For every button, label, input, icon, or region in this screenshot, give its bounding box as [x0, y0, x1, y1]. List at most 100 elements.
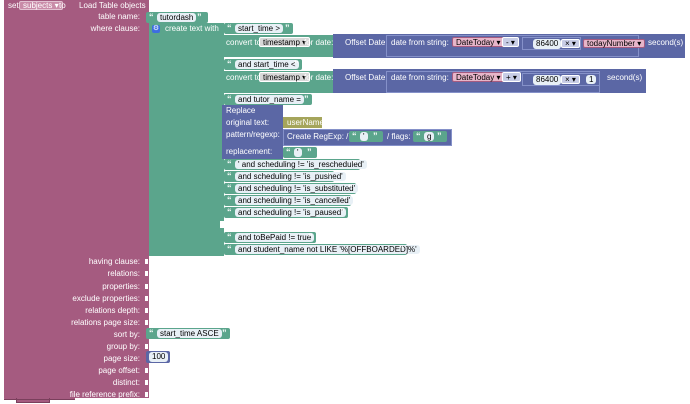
date-from-string-label: date from string: [391, 73, 449, 82]
sort-by-label: sort by: [113, 330, 140, 339]
create-regexp-label: Create RegExp: / [287, 132, 349, 141]
text-start-gt[interactable]: “ start_time > ” [224, 23, 293, 34]
text-sched-paused[interactable]: “ and scheduling != 'is_paused' ” [224, 207, 348, 218]
close-quote: ” [307, 147, 312, 157]
block-bottom-tab [16, 398, 50, 403]
text-sched-pushed[interactable]: “ and scheduling != 'is_pushed' ” [224, 171, 346, 182]
text-value[interactable]: and scheduling != 'is_paused' [235, 208, 346, 217]
text-value[interactable]: and toBePaid != true [235, 233, 315, 242]
table-name-string[interactable]: “ tutordash ” [146, 12, 208, 23]
multiply-op-dropdown[interactable]: × ▾ [561, 39, 580, 48]
open-quote: “ [227, 159, 232, 169]
text-sched-rescheduled[interactable]: “ ' and scheduling != 'is_rescheduled' ” [224, 159, 367, 170]
having-clause-socket[interactable] [145, 259, 148, 264]
replacement-label: replacement: [226, 147, 273, 156]
open-quote: “ [227, 244, 232, 254]
multiplier-field[interactable]: 1 [586, 75, 597, 84]
open-quote: “ [352, 131, 357, 141]
regexp-pattern-value[interactable]: ' [360, 132, 368, 141]
close-quote: ” [326, 171, 331, 181]
page-size-value[interactable]: 100 [149, 352, 169, 362]
date-today-dropdown[interactable]: DateToday ▾ [452, 72, 505, 82]
close-quote: ” [222, 328, 227, 338]
where-clause-label: where clause: [90, 24, 140, 33]
sort-by-value[interactable]: start_time ASCE [157, 329, 222, 338]
format-dropdown[interactable]: timestamp ▾ [259, 37, 311, 47]
multiply-op-dropdown[interactable]: × ▾ [561, 75, 580, 84]
text-value[interactable]: and scheduling != 'is_substituted' [235, 184, 359, 193]
convert-to-label: convert to [226, 73, 262, 82]
text-value[interactable]: start_time > [235, 24, 284, 33]
variable-dropdown[interactable]: subjects ▾ [19, 1, 63, 10]
group-by-label: group by: [106, 342, 140, 351]
distinct-socket[interactable] [145, 380, 148, 385]
text-sched-cancelled[interactable]: “ and scheduling != 'is_cancelled' ” [224, 195, 354, 206]
open-quote: “ [227, 195, 232, 205]
load-table-block-body [75, 0, 149, 398]
properties-socket[interactable] [145, 284, 148, 289]
text-student[interactable]: “ and student_name not LIKE '%[OFFBOARDE… [224, 244, 420, 255]
load-table-block[interactable] [4, 0, 75, 400]
chevron-down-icon: ▾ [496, 38, 501, 47]
to-label: to [59, 1, 66, 10]
empty-text-slot[interactable] [220, 221, 227, 228]
chevron-down-icon: ▾ [571, 39, 576, 48]
page-offset-socket[interactable] [145, 368, 148, 373]
today-number-dropdown[interactable]: todayNumber ▾ [583, 39, 646, 48]
seconds-label: second(s) [648, 38, 684, 47]
page-size-label: page size: [103, 354, 140, 363]
text-value[interactable]: ' and scheduling != 'is_rescheduled' [235, 160, 367, 169]
text-and-tutor[interactable]: “ and tutor_name = ” [224, 94, 312, 105]
action-label: Load Table objects [79, 1, 146, 10]
replacement-string[interactable]: “ ' ” [283, 147, 317, 158]
text-value[interactable]: and scheduling != 'is_cancelled' [235, 196, 354, 205]
math-op-dropdown[interactable]: + ▾ [502, 72, 521, 82]
offset-date-label: Offset Date [345, 73, 386, 82]
open-quote: “ [227, 183, 232, 193]
flags-string[interactable]: “ g ” [413, 131, 447, 142]
exclude-properties-socket[interactable] [145, 296, 148, 301]
text-sched-substituted[interactable]: “ and scheduling != 'is_substituted' ” [224, 183, 359, 194]
number-field[interactable]: 86400 [533, 75, 562, 85]
close-quote: ” [399, 244, 404, 254]
flags-value[interactable]: g [424, 132, 435, 141]
offset-date-label: Offset Date [345, 38, 386, 47]
original-text-value[interactable]: userName [283, 117, 324, 128]
date-from-string-label: date from string: [391, 38, 449, 47]
text-value[interactable]: and scheduling != 'is_pushed' [235, 172, 346, 181]
gear-icon[interactable]: ⚙ [152, 25, 160, 33]
replace-block[interactable] [222, 105, 283, 159]
page-size-number[interactable]: 100 [146, 351, 170, 363]
format-dropdown[interactable]: timestamp ▾ [259, 72, 311, 82]
open-quote: “ [149, 328, 154, 338]
text-value[interactable]: and start_time < [235, 60, 299, 69]
pattern-label: pattern/regexp: [226, 130, 280, 139]
text-value[interactable]: and tutor_name = [235, 95, 304, 104]
close-quote: ” [343, 195, 348, 205]
table-name-value[interactable]: tutordash [157, 13, 197, 22]
math-op-dropdown[interactable]: - ▾ [502, 37, 519, 47]
number-field[interactable]: 86400 [533, 39, 562, 49]
text-value[interactable]: and student_name not LIKE '%[OFFBOARDED]… [235, 245, 420, 254]
regexp-pattern-string[interactable]: “ ' ” [349, 131, 383, 142]
sort-by-string[interactable]: “ start_time ASCE ” [146, 328, 230, 339]
open-quote: “ [149, 12, 154, 22]
create-text-block[interactable] [149, 23, 220, 256]
relations-page-size-socket[interactable] [145, 320, 148, 325]
close-quote: ” [197, 12, 202, 22]
date-today-dropdown[interactable]: DateToday ▾ [452, 37, 505, 47]
create-text-header [149, 23, 221, 35]
relations-label: relations: [107, 269, 140, 278]
text-tobepaid[interactable]: “ and toBePaid != true ” [224, 232, 316, 243]
file-reference-prefix-socket[interactable] [145, 392, 148, 397]
replacement-value[interactable]: ' [294, 148, 302, 157]
for-date-label: for date: [304, 73, 334, 82]
text-and-start-lt[interactable]: “ and start_time < ” [224, 59, 302, 70]
chevron-down-icon: ▾ [510, 38, 515, 47]
group-by-socket[interactable] [145, 344, 148, 349]
relations-depth-socket[interactable] [145, 308, 148, 313]
original-text-label: original text: [226, 118, 270, 127]
page-offset-label: page offset: [98, 366, 140, 375]
chevron-down-icon: ▾ [302, 38, 307, 47]
relations-socket[interactable] [145, 271, 148, 276]
